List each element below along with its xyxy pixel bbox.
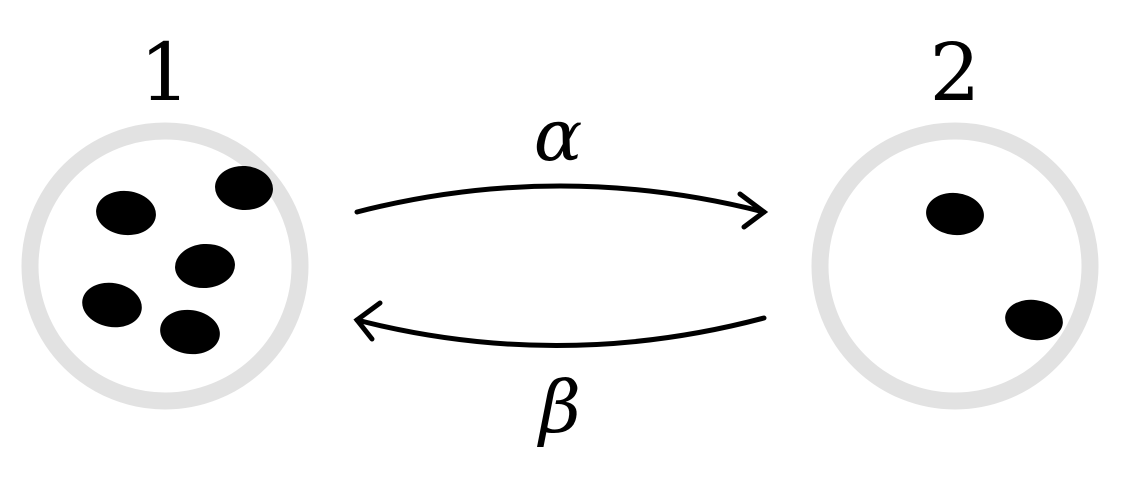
particle xyxy=(82,282,142,328)
transition-beta: β xyxy=(353,300,767,449)
forward-arrowhead-icon xyxy=(737,191,769,230)
backward-arrow xyxy=(354,315,767,348)
compartment-1-label: 1 xyxy=(140,26,191,119)
alpha-label: α xyxy=(534,93,583,177)
particle xyxy=(175,243,235,289)
particle xyxy=(215,165,273,211)
compartment-1-ring xyxy=(21,122,309,410)
compartment-2-ring xyxy=(811,122,1099,410)
particle xyxy=(96,190,156,236)
compartment-2-label: 2 xyxy=(930,26,981,119)
particle xyxy=(926,192,984,236)
particle xyxy=(160,309,220,355)
compartment-2: 2 xyxy=(811,26,1099,410)
forward-arrow xyxy=(354,183,767,215)
backward-arrowhead-icon xyxy=(353,300,383,342)
particle xyxy=(1005,299,1063,341)
transition-alpha: α xyxy=(354,93,769,230)
beta-label: β xyxy=(536,365,581,449)
compartment-1: 1 xyxy=(21,26,309,410)
